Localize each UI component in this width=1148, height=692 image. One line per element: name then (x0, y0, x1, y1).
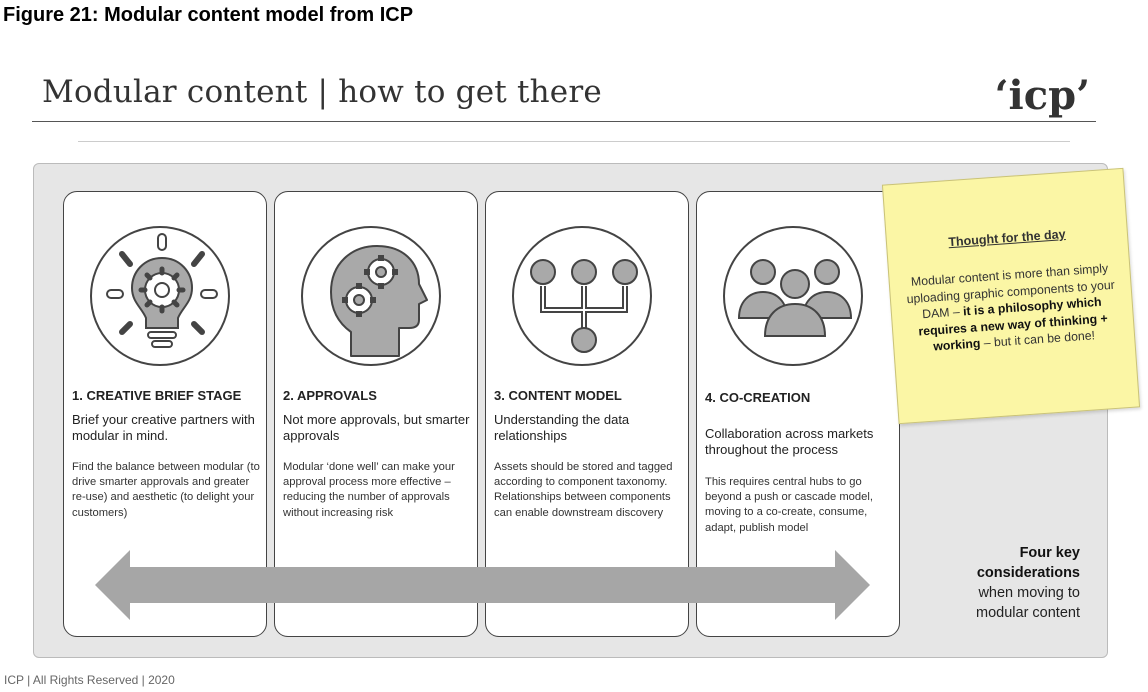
card-title: 3. CONTENT MODEL (494, 388, 622, 403)
card-co-creation: 4. CO-CREATION Collaboration across mark… (696, 191, 900, 637)
card-creative-brief: 1. CREATIVE BRIEF STAGE Brief your creat… (63, 191, 267, 637)
title-rule (32, 121, 1096, 122)
side-text-rest: when moving to modular content (976, 585, 1080, 621)
card-subtitle: Brief your creative partners with modula… (72, 412, 255, 443)
thought-for-the-day-note: Thought for the day Modular content is m… (881, 167, 1141, 425)
card-title: 1. CREATIVE BRIEF STAGE (72, 388, 242, 403)
hierarchy-icon (512, 226, 652, 366)
lightbulb-gear-icon (90, 226, 230, 366)
subtitle-rule (78, 141, 1070, 142)
card-subtitle: Not more approvals, but smarter approval… (283, 412, 470, 443)
slide-title: Modular content | how to get there (42, 74, 602, 110)
side-text-bold: Four key considerations (976, 545, 1080, 581)
head-gears-icon (301, 226, 441, 366)
four-key-considerations: Four key considerations when moving to m… (950, 543, 1080, 623)
figure-title: Figure 21: Modular content model from IC… (3, 4, 414, 26)
card-subtitle: Collaboration across markets throughout … (705, 426, 874, 457)
card-title: 2. APPROVALS (283, 388, 377, 403)
footer-copyright: ICP | All Rights Reserved | 2020 (4, 673, 175, 687)
icp-logo: ‘icp’ (994, 72, 1090, 119)
people-group-icon (723, 226, 863, 366)
card-body: Find the balance between modular (to dri… (72, 461, 260, 519)
card-content-model: 3. CONTENT MODEL Understanding the data … (485, 191, 689, 637)
card-body: Assets should be stored and tagged accor… (494, 461, 673, 519)
note-title: Thought for the day (947, 227, 1066, 250)
card-subtitle: Understanding the data relationships (494, 412, 630, 443)
note-body: Modular content is more than simply uplo… (903, 260, 1120, 357)
card-title: 4. CO-CREATION (705, 390, 811, 405)
card-body: Modular ‘done well’ can make your approv… (283, 461, 455, 519)
card-approvals: 2. APPROVALS Not more approvals, but sma… (274, 191, 478, 637)
card-body: This requires central hubs to go beyond … (705, 476, 873, 534)
double-arrow (95, 550, 870, 620)
